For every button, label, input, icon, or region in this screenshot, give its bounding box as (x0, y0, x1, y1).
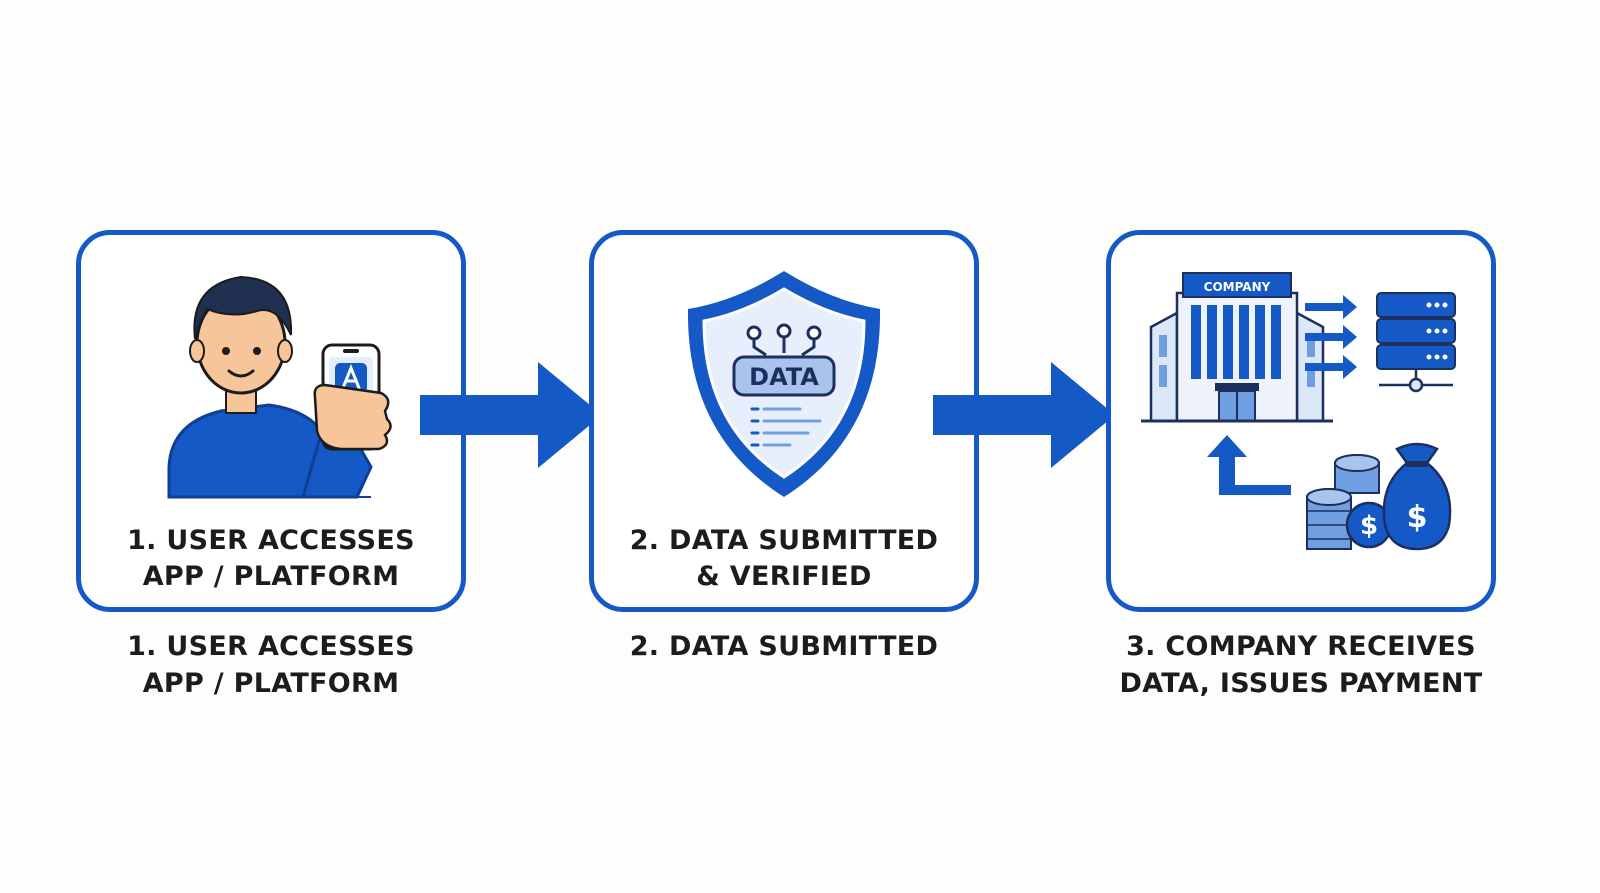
right-arrow-icon (933, 362, 1115, 468)
step-2-box-title: 2. DATA SUBMITTED & VERIFIED (629, 525, 939, 592)
shield-data-label: DATA (749, 363, 819, 391)
company-payment-illustration: COMPANY (1141, 272, 1456, 551)
user-person-icon (167, 403, 329, 499)
step-2-card: DATA 2. DATA SUBMITTED & VERIFIED (589, 230, 979, 612)
user-with-phone-illustration (167, 275, 392, 499)
building-sign: COMPANY (1204, 280, 1271, 294)
data-shield-illustration: DATA (687, 271, 881, 497)
document-lines-icon (750, 407, 822, 447)
step-1-box-title: 1. USER ACCESSES APP / PLATFORM (127, 525, 415, 592)
coin-dollar-symbol: $ (1360, 511, 1378, 541)
money-bag-dollar-symbol: $ (1407, 500, 1428, 535)
coin-stack-icon: $ (1306, 454, 1393, 550)
money-bag-icon: $ (1382, 442, 1452, 551)
step-2-caption: 2. DATA SUBMITTED (629, 631, 939, 662)
company-building-icon: COMPANY (1141, 272, 1333, 423)
step-1-card: 1. USER ACCESSES APP / PLATFORM (76, 230, 466, 612)
return-arrow-icon (1207, 435, 1291, 495)
step-3-caption: 3. COMPANY RECEIVES DATA, ISSUES PAYMENT (1119, 631, 1483, 699)
server-stack-icon (1376, 292, 1456, 393)
step-1-caption: 1. USER ACCESSES APP / PLATFORM (127, 631, 415, 699)
data-transfer-arrows (1305, 295, 1357, 379)
circuit-nodes-icon (746, 323, 822, 357)
right-arrow-icon (420, 362, 602, 468)
step-3-card: COMPANY (1106, 230, 1496, 612)
